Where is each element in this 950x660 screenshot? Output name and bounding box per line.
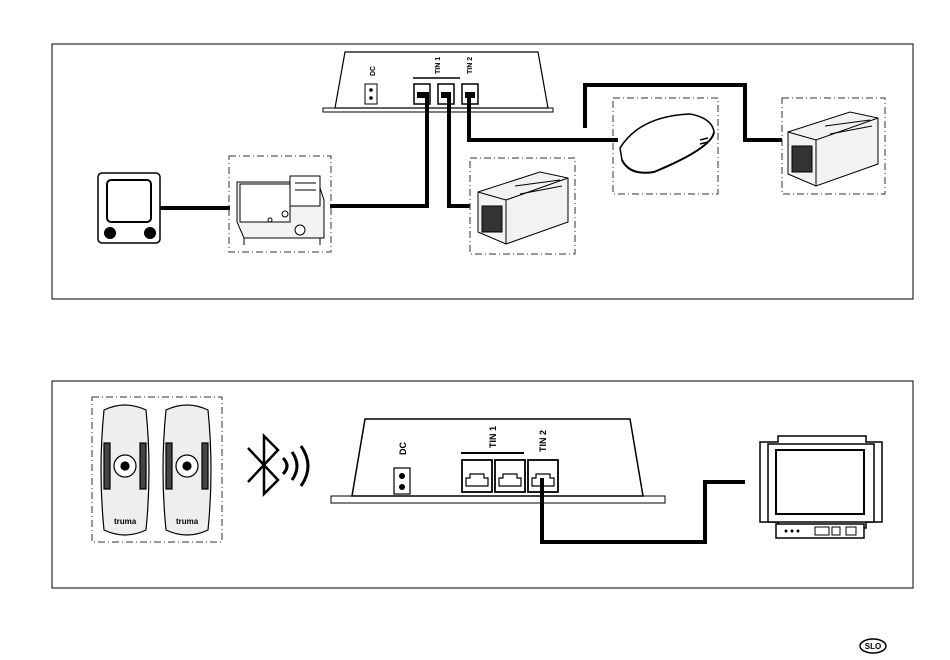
- bottom-junction-box: [331, 419, 665, 503]
- top-tin1-label: TIN 1: [435, 57, 442, 74]
- remote-brand-right: truma: [176, 517, 199, 526]
- remote-control-right: [163, 405, 211, 535]
- roof-unit-device: [620, 114, 714, 173]
- remote-control-left: [101, 405, 149, 535]
- aircon-right-device: [788, 112, 878, 186]
- bluetooth-icon: [248, 436, 308, 494]
- bottom-dc-label: DC: [398, 442, 408, 455]
- control-panel-device: [98, 173, 160, 243]
- bottom-tin2-label: TIN 2: [538, 430, 548, 452]
- bottom-tin1-label: TIN 1: [488, 426, 498, 448]
- aircon-mid-device: [478, 172, 568, 244]
- heater-device: [237, 176, 324, 245]
- control-display-device: [760, 436, 882, 538]
- language-badge: SLO: [865, 642, 881, 651]
- remote-brand-left: truma: [114, 517, 137, 526]
- top-tin2-label: TIN 2: [467, 57, 474, 74]
- top-dc-label: DC: [370, 66, 377, 76]
